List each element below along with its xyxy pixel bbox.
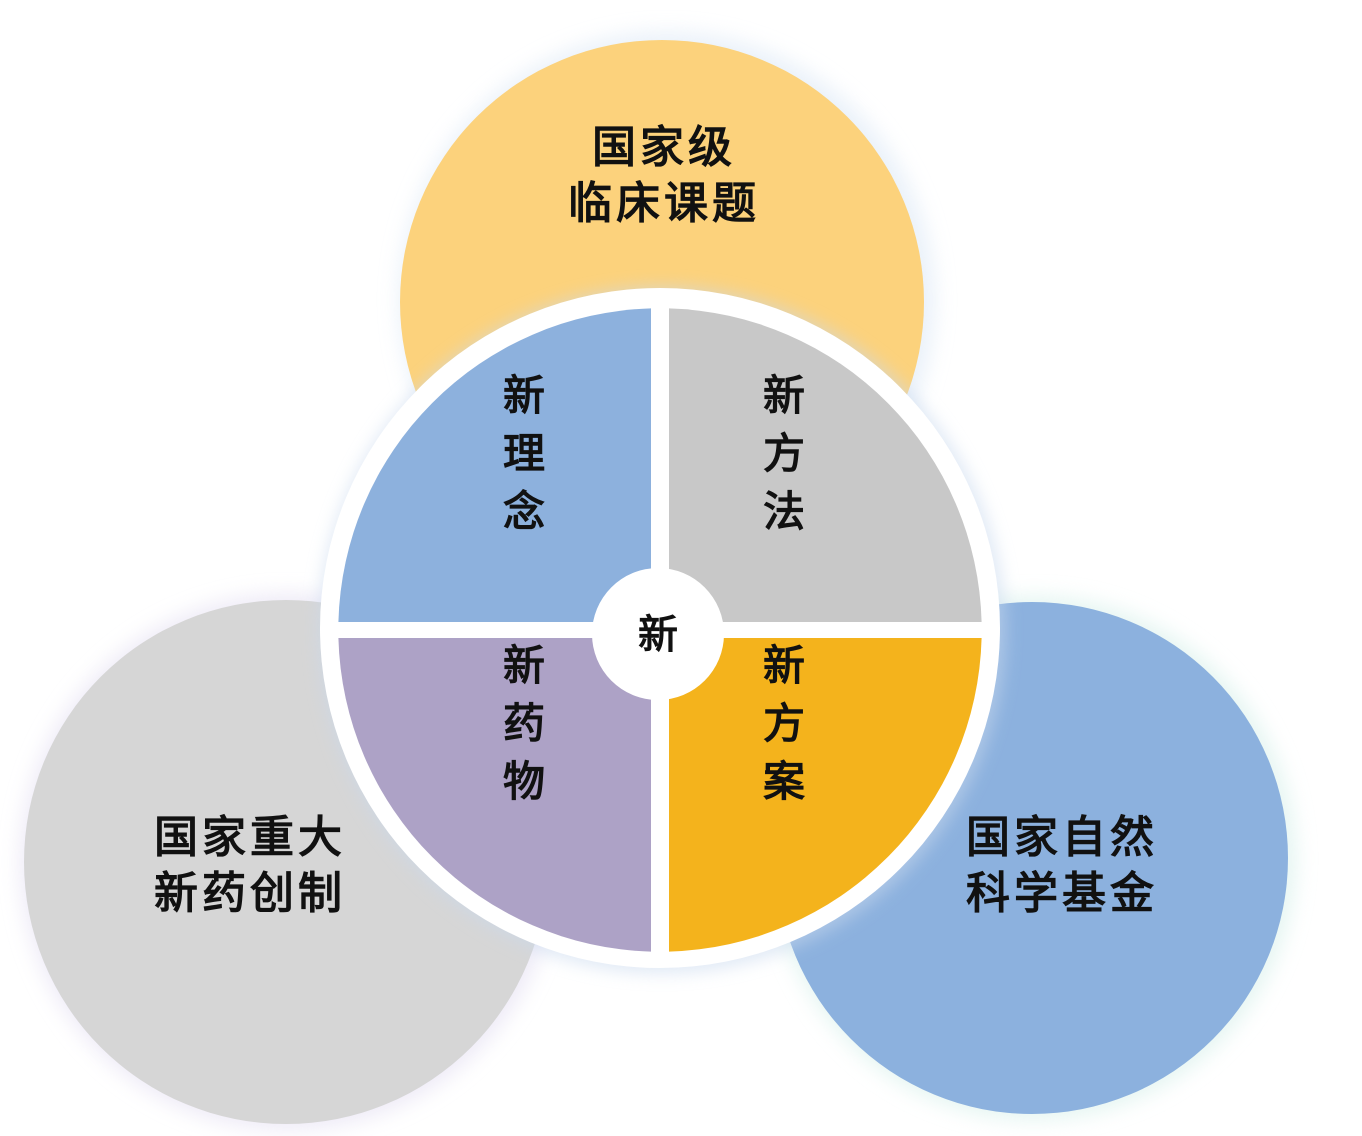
quadrant-top-left-char3: 念 bbox=[503, 487, 545, 536]
quadrant-bottom-left bbox=[338, 638, 651, 952]
quadrant-top-right-char2: 方 bbox=[763, 429, 805, 478]
center-circle bbox=[592, 568, 724, 700]
quadrant-bottom-left-char1: 新 bbox=[503, 641, 545, 690]
top-circle-label-line1: 国家级 bbox=[592, 122, 736, 173]
quadrant-top-left-char2: 理 bbox=[503, 429, 545, 478]
quadrant-bottom-right bbox=[669, 638, 982, 952]
quadrant-bottom-left-char2: 药 bbox=[503, 699, 545, 748]
quadrant-top-left bbox=[338, 308, 651, 622]
quadrant-top-right-char1: 新 bbox=[763, 371, 805, 420]
right-circle-label-line2: 科学基金 bbox=[966, 868, 1158, 919]
quadrant-top-left-char1: 新 bbox=[503, 371, 545, 420]
top-circle-label-line2: 临床课题 bbox=[568, 178, 760, 229]
quadrant-top-right bbox=[669, 308, 982, 622]
left-circle-label-line2: 新药创制 bbox=[154, 868, 346, 919]
quadrant-bottom-right-char3: 案 bbox=[763, 757, 806, 806]
left-circle-label-line1: 国家重大 bbox=[154, 812, 346, 863]
quadrant-top-right-char3: 法 bbox=[763, 487, 805, 536]
quadrant-bottom-right-char1: 新 bbox=[763, 641, 805, 690]
quadrant-bottom-right-char2: 方 bbox=[763, 699, 805, 748]
quadrant-bottom-left-char3: 物 bbox=[503, 757, 545, 806]
center-label: 新 bbox=[638, 611, 678, 658]
right-circle-label-line1: 国家自然 bbox=[966, 812, 1158, 863]
